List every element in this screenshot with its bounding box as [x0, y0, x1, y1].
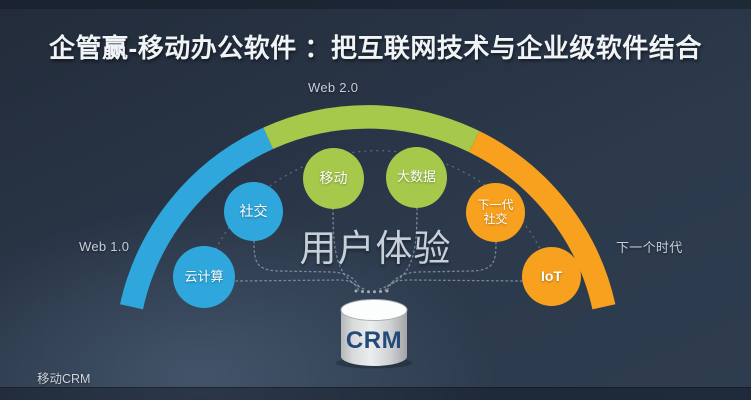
node-to-crm-connectors: [235, 207, 523, 292]
user-experience-label: 用户体验: [299, 228, 452, 269]
node-social: 社交: [224, 182, 283, 241]
connector-nextgen: [387, 241, 497, 290]
arc-segment-web1: [120, 127, 274, 310]
bottom-letterbox-strip: [0, 387, 751, 400]
cylinder-body: [341, 310, 407, 367]
node-iot-label: IoT: [541, 268, 562, 285]
node-mobile: 移动: [303, 148, 364, 209]
arc-segment-web2: [263, 105, 480, 153]
node-cloud-label: 云计算: [184, 268, 224, 284]
node-big-data-label: 大数据: [396, 169, 436, 185]
node-iot: IoT: [522, 247, 581, 306]
node-mobile-label: 移动: [319, 170, 348, 187]
connector-mobile: [332, 207, 365, 290]
crm-database-label: CRM: [345, 327, 403, 354]
node-social-label: 社交: [239, 203, 268, 220]
convergence-dots: [354, 289, 389, 294]
node-nextgen-label-line2: 社交: [483, 211, 508, 226]
crm-database-cylinder-icon: [336, 299, 412, 369]
connector-cloud: [235, 279, 360, 292]
era-label-next-era: 下一个时代: [616, 240, 683, 255]
cylinder-top: [340, 299, 408, 321]
era-label-web2: Web 2.0: [308, 80, 359, 95]
era-label-web1: Web 1.0: [79, 239, 130, 254]
mobile-crm-caption: 移动CRM: [37, 372, 91, 386]
slide-title: 企管赢-移动办公软件 ：把互联网技术与企业级软件结合: [49, 33, 702, 63]
connector-social: [253, 240, 361, 290]
top-letterbox-strip: [0, 0, 751, 9]
connector-iot: [384, 279, 523, 292]
arc-segment-next-era: [468, 131, 616, 310]
node-big-data: 大数据: [386, 147, 447, 208]
connector-bigdata: [379, 207, 418, 290]
node-nextgen-label-line1: 下一代: [477, 197, 514, 212]
node-nextgen-social: 下一代 社交: [466, 183, 525, 242]
node-cloud-computing: 云计算: [173, 246, 235, 308]
